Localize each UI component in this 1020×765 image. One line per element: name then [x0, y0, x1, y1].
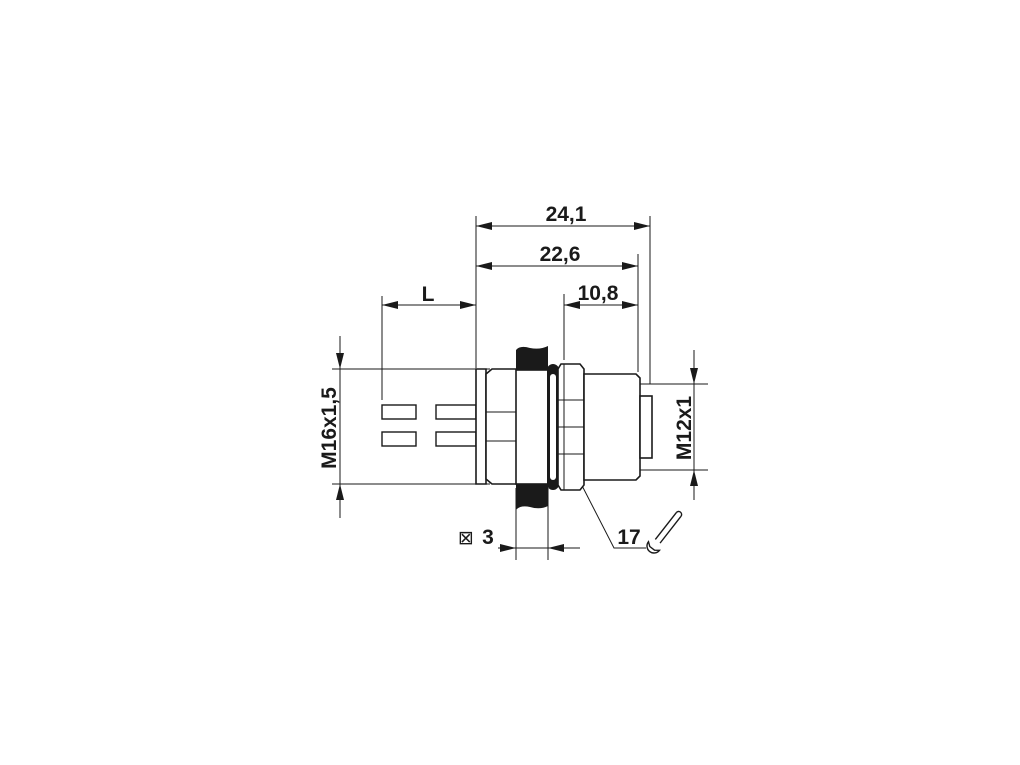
pin-lower-right	[435, 431, 477, 447]
rear-housing	[475, 368, 487, 485]
pin-lower-left	[381, 431, 417, 447]
dim-pin-length: L	[422, 283, 435, 306]
dim-overall-length: 24,1	[546, 203, 587, 226]
connector-body	[381, 346, 653, 510]
panel-wall-bottom	[516, 484, 548, 510]
pin-upper-right	[435, 404, 477, 420]
dim-panel-thread: M16x1,5	[318, 387, 341, 469]
pin-upper-left	[381, 404, 417, 420]
front-body	[583, 373, 641, 481]
dim-panel-thickness: 3	[482, 526, 494, 549]
dim-wrench-size: 17	[617, 526, 640, 549]
panel-opening	[515, 369, 549, 485]
dim-connector-thread: M12x1	[673, 396, 696, 461]
panel-thickness-symbol: ⊠	[458, 528, 474, 549]
panel-wall-top	[516, 346, 548, 370]
o-ring-inner	[550, 374, 556, 480]
dim-thread-length: 10,8	[578, 282, 619, 305]
wrench-icon	[646, 510, 683, 554]
housing-main	[485, 368, 521, 485]
dimension-lines	[336, 222, 698, 552]
front-socket	[639, 395, 653, 459]
dim-body-length: 22,6	[540, 243, 581, 266]
